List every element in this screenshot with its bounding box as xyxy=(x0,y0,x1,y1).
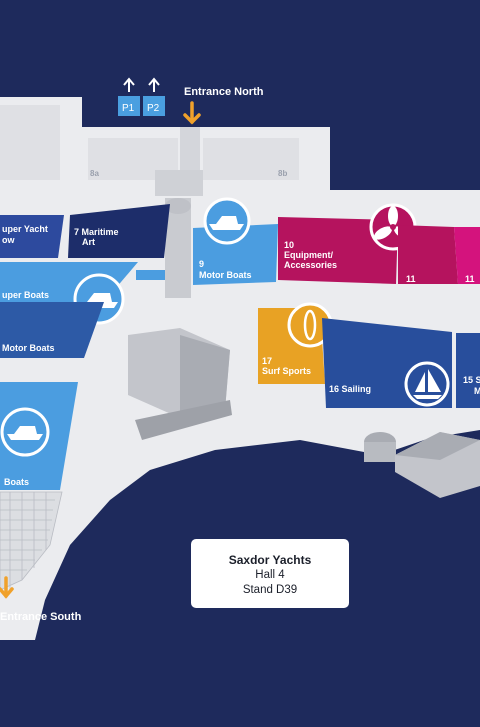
hall-super-boats-label: uper Boats xyxy=(2,290,49,300)
hall-boats-bottom-label: Boats xyxy=(4,477,29,487)
hall-8b[interactable] xyxy=(203,138,299,180)
up-arrow-icon xyxy=(123,77,160,92)
hall-block-left xyxy=(0,105,60,180)
hall-10[interactable] xyxy=(278,217,398,284)
terrace xyxy=(135,400,232,440)
hall-6-label-1: uper Yacht xyxy=(2,224,48,234)
tunnel-cap xyxy=(165,198,191,214)
hall-11b-label: 11 xyxy=(465,274,475,284)
water-strip xyxy=(136,270,165,280)
sailboat-icon xyxy=(413,369,442,399)
parking-p1[interactable] xyxy=(118,96,140,116)
hall-7[interactable] xyxy=(68,204,170,258)
down-arrow-icon xyxy=(183,101,201,125)
hall-11a-label: 11 xyxy=(406,274,416,284)
parking-p2[interactable] xyxy=(143,96,165,116)
exhibitor-hall: Hall 4 xyxy=(255,569,285,581)
hall-15[interactable] xyxy=(456,333,480,408)
exhibitor-info-card[interactable]: Saxdor Yachts Hall 4 Stand D39 xyxy=(191,539,349,608)
tunnel xyxy=(165,198,191,298)
hall-17-label-1: 17 xyxy=(262,356,272,366)
pier-grid xyxy=(0,491,63,591)
hall-6[interactable] xyxy=(0,215,64,258)
sailboat-icon-hall-16 xyxy=(404,361,450,407)
hall-9-label-2: Motor Boats xyxy=(199,270,252,280)
hall-17-label-2: Surf Sports xyxy=(262,366,311,376)
hall-11a[interactable] xyxy=(398,225,458,284)
surfboard-icon xyxy=(303,309,317,341)
silo-body xyxy=(364,442,396,462)
hall-motor-boats-left[interactable] xyxy=(0,302,104,358)
hall-16-label: 16 Sailing xyxy=(329,384,371,394)
hall-motor-boats-left-label: Motor Boats xyxy=(2,343,55,353)
tower-shadow xyxy=(180,335,230,418)
hall-10-label-1: 10 xyxy=(284,240,294,250)
service-building xyxy=(155,170,203,196)
motor-boat-icon xyxy=(209,216,244,230)
down-arrow-icon xyxy=(0,576,14,599)
hall-10-label-3: Accessories xyxy=(284,260,337,270)
hall-7-label-2: Art xyxy=(82,237,95,247)
hall-15-label-1: 15 S xyxy=(463,375,480,385)
entrance-south-label: Entrance South xyxy=(0,611,82,623)
hall-10-label-2: Equipment/ xyxy=(284,250,333,260)
hall-7-label-1: 7 Maritime xyxy=(74,227,119,237)
parking-p2-label: P2 xyxy=(147,103,160,114)
parking-p1-label: P1 xyxy=(122,103,135,114)
motor-boat-icon xyxy=(7,426,43,440)
exhibitor-name: Saxdor Yachts xyxy=(228,553,312,567)
hall-9-label-1: 9 xyxy=(199,259,204,269)
warehouse-roof xyxy=(395,432,480,460)
corridor xyxy=(180,127,200,172)
entrance-north-label: Entrance North xyxy=(184,86,264,98)
hall-8a-label: 8a xyxy=(90,169,99,178)
hall-6-label-2: ow xyxy=(2,235,15,245)
hall-11b[interactable] xyxy=(454,227,480,284)
hall-8b-label: 8b xyxy=(278,169,287,178)
hall-15-label-2: M xyxy=(474,386,480,396)
exhibitor-stand: Stand D39 xyxy=(242,584,298,596)
